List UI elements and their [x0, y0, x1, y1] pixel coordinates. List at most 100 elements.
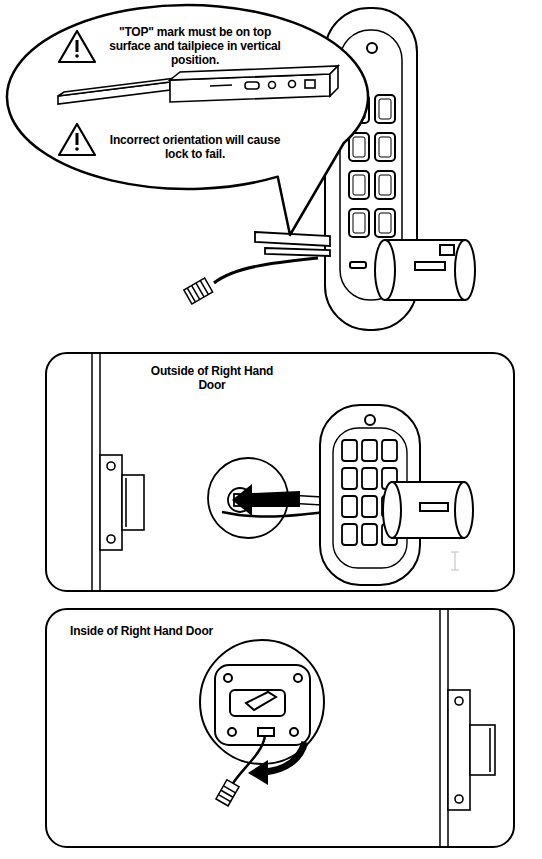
chassis-cylinder: [375, 240, 475, 300]
inside-rose: [246, 692, 276, 710]
chassis-cylinder: [415, 262, 445, 270]
keypad-keys: [375, 95, 395, 123]
latch-plate: [455, 795, 463, 803]
keypad-keys: [342, 468, 357, 489]
chassis-cylinder: [385, 240, 465, 300]
wire: [214, 258, 318, 283]
warning-icon: [75, 54, 79, 58]
keypad-keys: [349, 133, 369, 161]
keypad-keys: [342, 524, 357, 545]
tailpiece: [269, 82, 276, 89]
lock-plate: [367, 43, 377, 53]
scale-mark: [451, 569, 459, 570]
callout-bubble: "TOP" mark must be on top surface and ta…: [5, 3, 370, 191]
spindle: [265, 248, 330, 256]
chassis-cylinder: [383, 482, 473, 538]
wire-connector: [184, 278, 213, 304]
keypad-keys: [342, 440, 357, 461]
view-panel: Outside of Right Hand Door: [45, 352, 515, 592]
chassis-cylinder: [455, 240, 475, 300]
chassis-cylinder: [383, 482, 401, 538]
tailpiece: [289, 81, 296, 88]
latch-plate: [125, 478, 127, 527]
warning-note: "TOP" mark must be on top surface and ta…: [100, 25, 290, 67]
keypad-keys: [362, 440, 377, 461]
warning-icon: [76, 133, 79, 145]
chassis-cylinder: [420, 503, 448, 511]
latch-plate: [455, 697, 463, 705]
keypad-keys: [349, 171, 369, 199]
direction-arrow: [232, 484, 300, 516]
scale-mark: [454, 552, 455, 570]
warning-icon: [59, 124, 95, 155]
warning-icon: [76, 40, 79, 52]
warning-icon: [59, 31, 95, 62]
latch-plate: [122, 475, 144, 530]
warning-icon: [59, 31, 95, 62]
callout-bubble-ground: [7, 5, 368, 235]
inside-rose: [224, 674, 232, 682]
wire-connector: [184, 278, 213, 304]
keypad-keys: [342, 496, 357, 517]
keypad-keys: [353, 137, 365, 157]
chassis-cylinder: [375, 240, 395, 300]
scale-mark: [451, 551, 459, 552]
door-edge: [440, 610, 448, 846]
keypad-keys: [353, 213, 365, 233]
warning-icon: [59, 124, 95, 155]
wire-connector: [200, 281, 208, 295]
view-panel: Inside of Right Hand Door: [45, 608, 515, 848]
latch-plate: [448, 690, 470, 810]
inside-rose: [230, 690, 285, 716]
view-label: Outside of Right Hand Door: [142, 364, 282, 392]
tailpiece: [210, 85, 232, 86]
latch-plate: [107, 462, 115, 470]
direction-arrow: [265, 742, 305, 772]
wire-connector: [223, 786, 235, 793]
inside-rose: [215, 665, 310, 745]
tailpiece: [305, 80, 315, 88]
keypad-keys: [379, 213, 391, 233]
keypad-keys: [379, 99, 391, 119]
callout-outline: [7, 5, 368, 235]
lock-plate: [333, 428, 407, 568]
lock-plate: [365, 415, 375, 425]
direction-arrow: [248, 760, 268, 785]
keypad-keys: [349, 209, 369, 237]
door-edge: [92, 354, 100, 590]
keypad-keys: [362, 468, 377, 489]
latch-plate: [100, 455, 144, 550]
tailpiece: [245, 82, 259, 89]
inside-rose: [228, 728, 236, 736]
keypad-keys: [353, 175, 365, 195]
view-label: Inside of Right Hand Door: [69, 624, 214, 638]
latch-plate: [100, 455, 122, 550]
keypad-keys: [375, 133, 395, 161]
tailpiece: [58, 78, 176, 96]
inside-rose: [258, 728, 274, 736]
door-edge: [91, 354, 93, 590]
keypad-keys: [375, 209, 395, 237]
wire-connector: [216, 780, 239, 806]
lock-plate: [350, 262, 366, 268]
wire-connector: [216, 780, 239, 806]
keypad-keys: [379, 175, 391, 195]
chassis-cylinder: [392, 482, 464, 538]
wire: [222, 512, 325, 517]
latch-plate: [470, 725, 495, 775]
wire-connector: [218, 795, 230, 802]
spindle: [255, 232, 330, 246]
tailpiece: [170, 66, 338, 80]
warning-icon: [75, 147, 79, 151]
keypad-keys: [379, 137, 391, 157]
door-edge: [439, 610, 441, 846]
keypad-keys: [362, 496, 377, 517]
tailpiece: [58, 66, 338, 104]
keypad-keys: [382, 440, 397, 461]
latch-plate: [107, 535, 115, 543]
keypad-keys: [375, 171, 395, 199]
chassis-cylinder: [455, 482, 473, 538]
latch-plate: [448, 690, 495, 810]
